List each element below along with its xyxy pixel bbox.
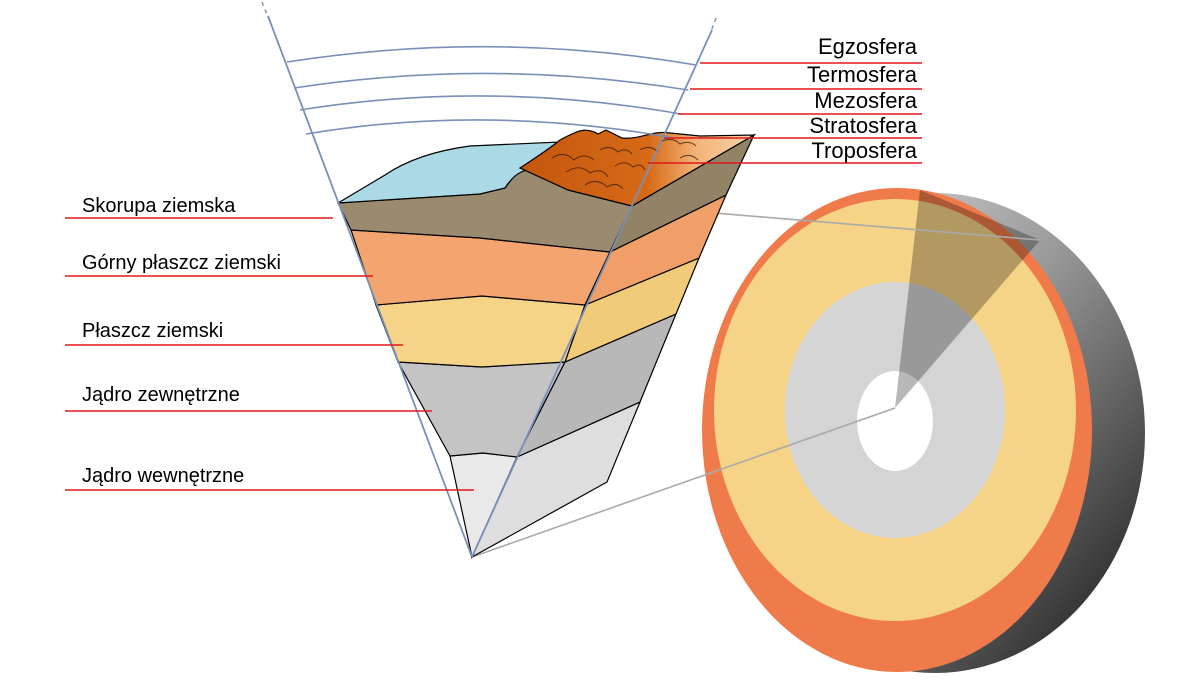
label-stratosphere: Stratosfera (809, 113, 917, 138)
cone-edge-dashes (261, 1, 717, 35)
label-exosphere: Egzosfera (817, 34, 917, 59)
leader-lines (65, 62, 922, 491)
globe-inner-core (857, 371, 933, 471)
label-outer-core: Jądro zewnętrzne (82, 384, 240, 406)
label-thermosphere: Termosfera (806, 62, 917, 87)
mantle-front (375, 295, 586, 368)
label-mantle: Płaszcz ziemski (82, 320, 224, 342)
arc-exosphere (286, 45, 697, 66)
label-upper-mantle: Górny płaszcz ziemski (82, 252, 281, 274)
label-crust: Skorupa ziemska (82, 195, 236, 217)
mountains (518, 129, 757, 207)
label-troposphere: Troposfera (811, 138, 917, 163)
ocean (337, 141, 562, 204)
globe-cutaway (702, 188, 1145, 673)
label-inner-core: Jądro wewnętrzne (82, 465, 245, 487)
globe-wedge-cut (895, 190, 1040, 408)
arc-mesosphere (299, 95, 682, 115)
cone-left-edge (267, 15, 473, 558)
connector-lower (471, 407, 896, 558)
cone-cross-section (261, 1, 757, 559)
label-mesosphere: Mezosfera (814, 88, 917, 113)
arc-thermosphere (293, 72, 689, 91)
cone-edges (267, 15, 713, 558)
atmosphere-arcs (286, 45, 697, 139)
arc-stratosphere (305, 119, 675, 139)
cone-right-edge (471, 29, 713, 558)
